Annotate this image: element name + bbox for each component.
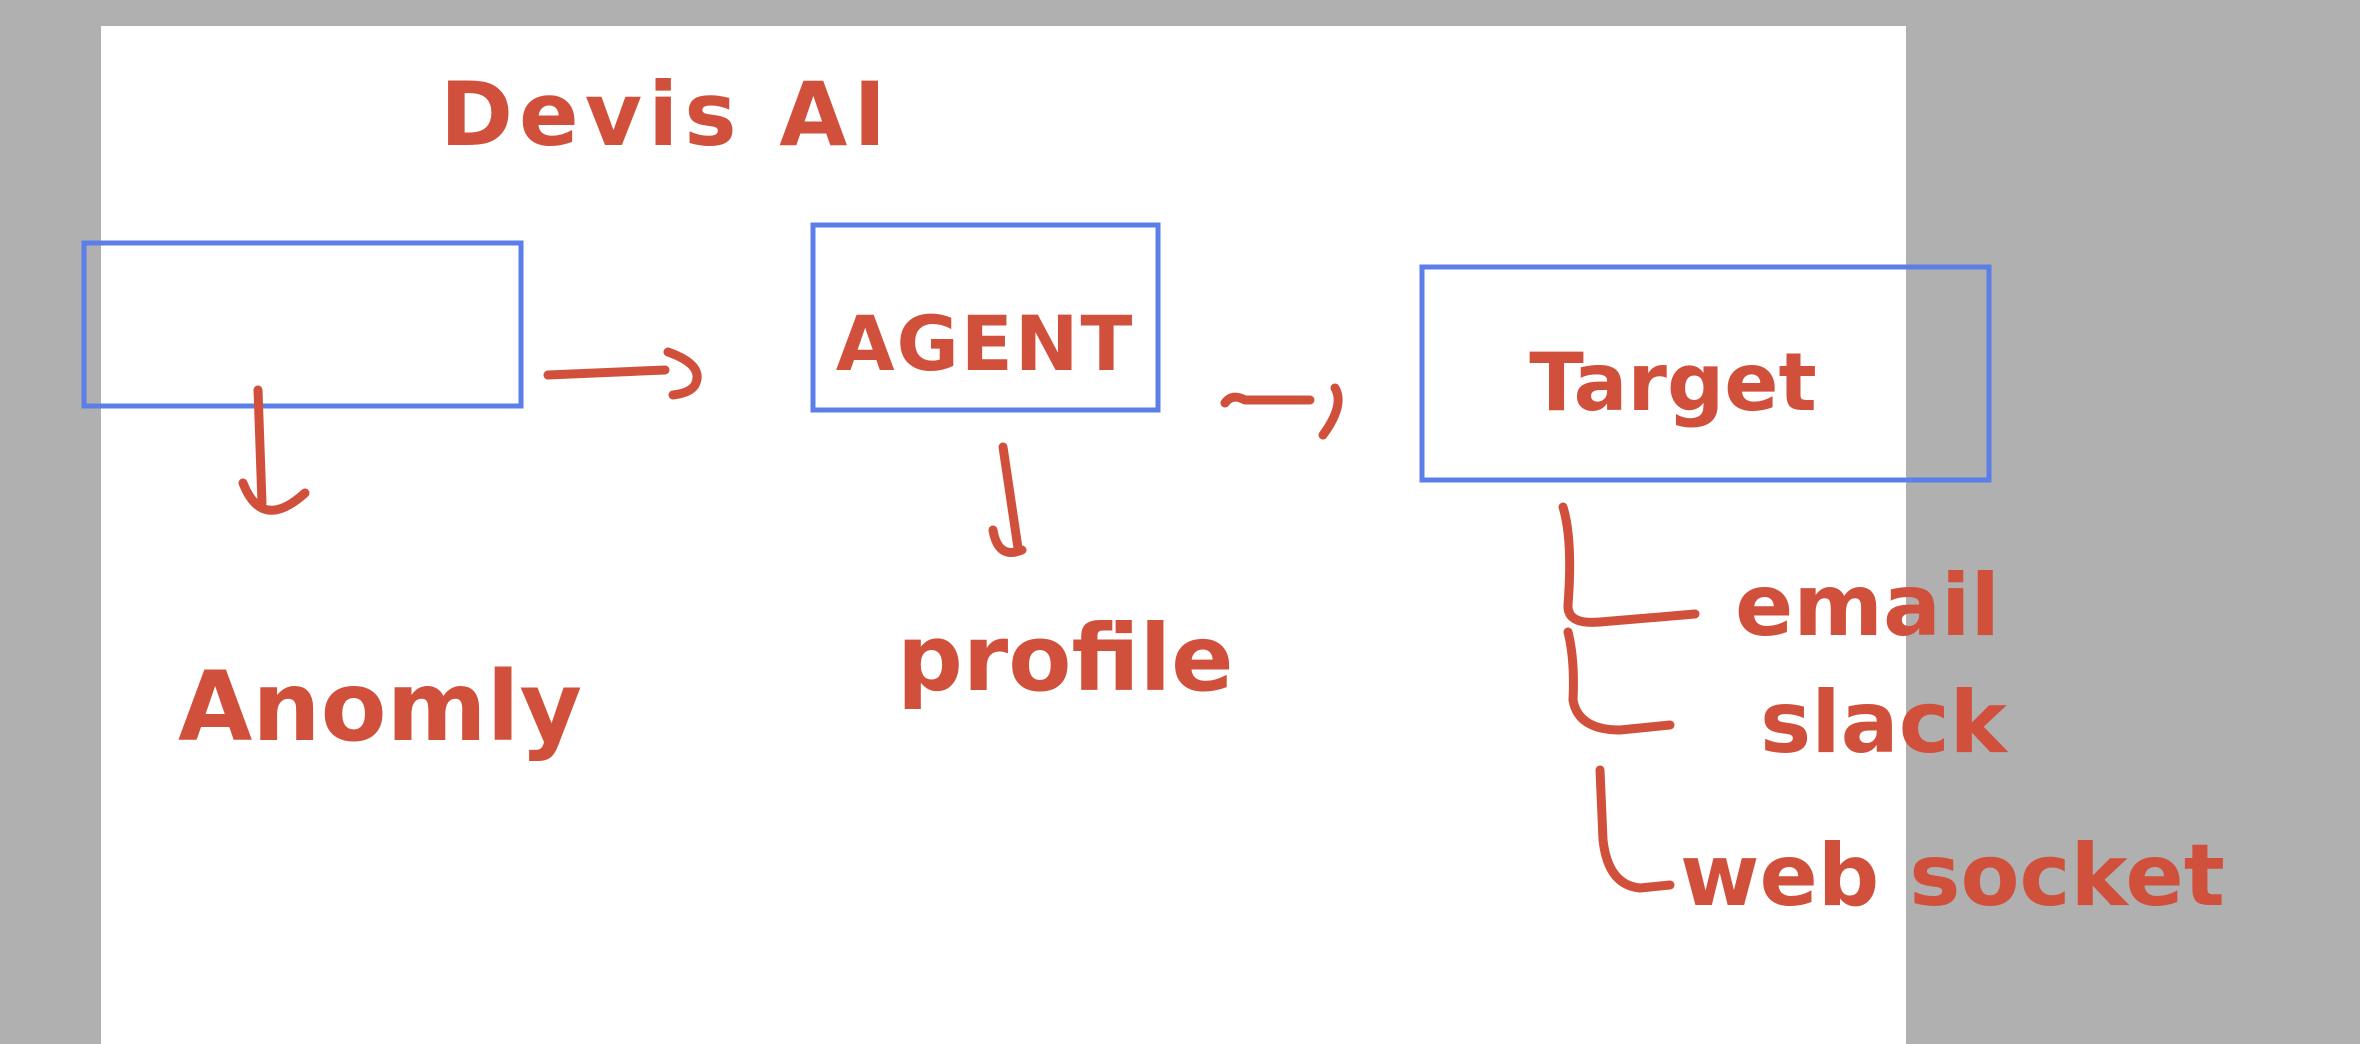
diagram-title: Devis AI (440, 63, 892, 166)
arrow-source-to-agent (543, 347, 702, 400)
arrow-agent-to-target (1220, 383, 1343, 440)
target-box-label: Target (1529, 336, 1816, 429)
bracket-slack (1563, 627, 1675, 735)
arrow-agent-down (988, 442, 1027, 557)
bracket-email (1558, 502, 1700, 627)
profile-label: profile (897, 605, 1234, 712)
agent-box-label: AGENT (836, 299, 1135, 388)
whiteboard-page (101, 26, 1906, 1044)
bracket-web-socket (1595, 765, 1675, 893)
agent-box (810, 222, 1161, 413)
channel-slack: slack (1760, 673, 2009, 773)
target-box (1419, 264, 1992, 483)
arrow-source-down (238, 385, 310, 515)
channel-email: email (1735, 556, 2000, 656)
channel-web-socket: web socket (1680, 826, 2225, 926)
anomaly-label: Anomly (178, 651, 582, 763)
source-box (81, 240, 524, 409)
